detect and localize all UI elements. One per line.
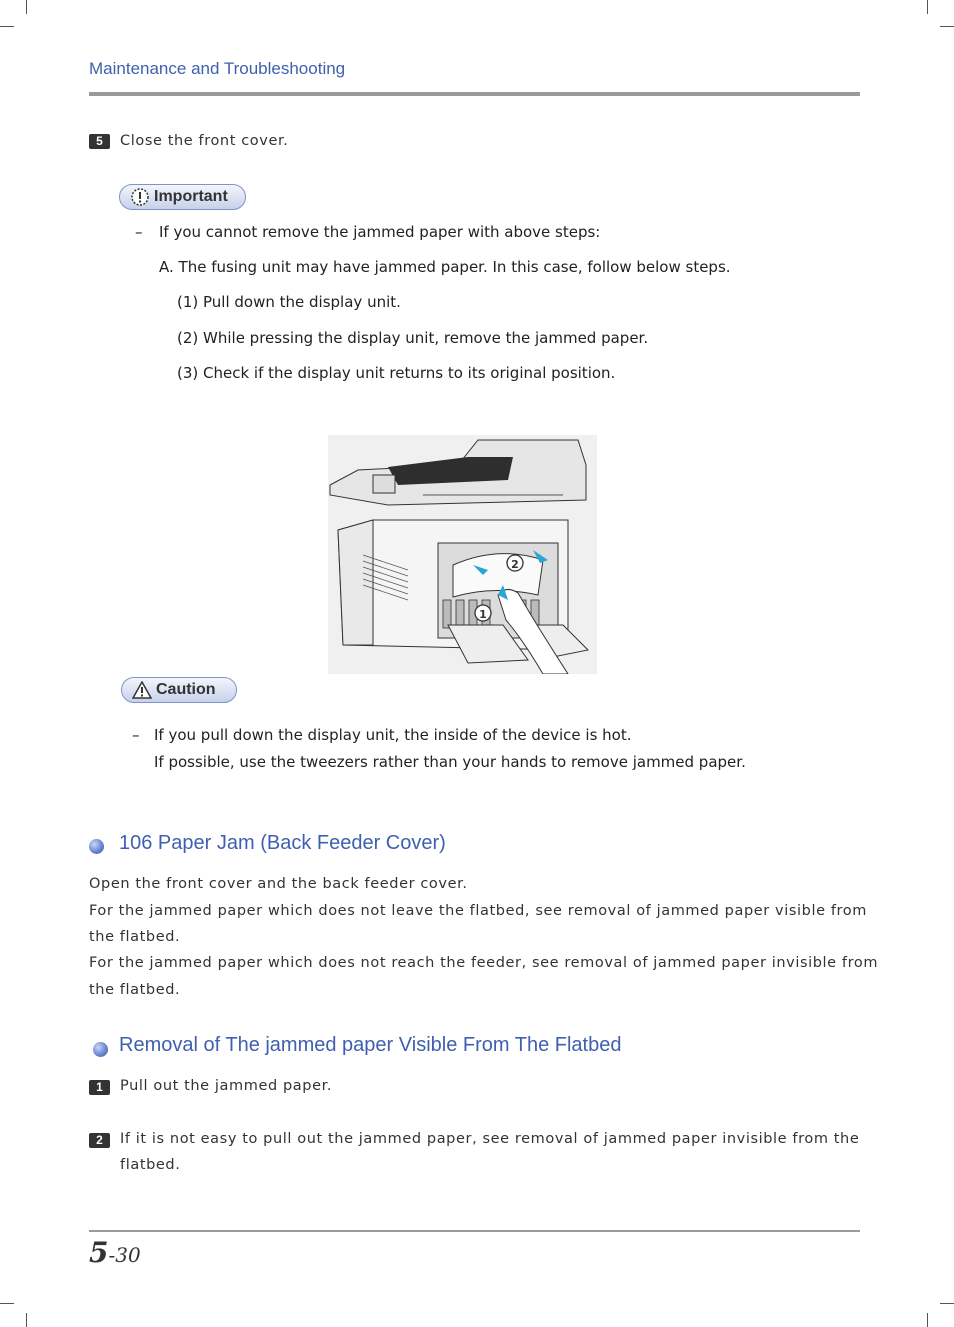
crop-mark xyxy=(927,1313,928,1327)
footer-divider xyxy=(89,1230,860,1232)
caution-line-1: If you pull down the display unit, the i… xyxy=(154,726,632,744)
section-bullet-icon xyxy=(93,1042,108,1057)
caution-line-2: If possible, use the tweezers rather tha… xyxy=(154,753,746,771)
page-number: 5-30 xyxy=(89,1236,141,1269)
section-title-removal: Removal of The jammed paper Visible From… xyxy=(119,1034,622,1056)
crop-mark xyxy=(927,0,928,14)
step-text: Close the front cover. xyxy=(120,133,289,149)
warning-gear-icon xyxy=(130,187,150,207)
section-106-para-3a: For the jammed paper which does not reac… xyxy=(89,955,879,971)
crop-mark xyxy=(940,26,954,27)
caution-label: Caution xyxy=(121,677,237,703)
crop-mark xyxy=(0,1303,14,1304)
callout-1-circle xyxy=(474,604,492,622)
printer-illustration-svg: 2 1 xyxy=(329,439,590,675)
warning-triangle-icon xyxy=(132,681,152,699)
page-number-page: -30 xyxy=(108,1243,141,1267)
removal-step-2-text-a: If it is not easy to pull out the jammed… xyxy=(120,1131,860,1147)
crop-mark xyxy=(0,26,14,27)
important-step-3: (3) Check if the display unit returns to… xyxy=(177,364,616,382)
step-number-badge: 5 xyxy=(89,134,110,149)
header-divider xyxy=(89,92,860,96)
removal-step-1-text: Pull out the jammed paper. xyxy=(120,1078,333,1094)
important-label: Important xyxy=(119,184,246,210)
section-106-para-3b: the flatbed. xyxy=(89,982,181,998)
section-bullet-icon xyxy=(89,839,104,854)
caution-dash: – xyxy=(132,726,140,744)
step-number-badge: 2 xyxy=(89,1133,110,1148)
callout-2-label: 2 xyxy=(511,558,519,571)
important-step-2: (2) While pressing the display unit, rem… xyxy=(177,329,649,347)
callout-1-label: 1 xyxy=(479,608,487,621)
section-106-para-2b: the flatbed. xyxy=(89,929,181,945)
important-step-1: (1) Pull down the display unit. xyxy=(177,293,401,311)
important-label-text: Important xyxy=(154,188,228,205)
section-106-para-1: Open the front cover and the back feeder… xyxy=(89,876,468,892)
important-dash: – xyxy=(135,223,143,241)
crop-mark xyxy=(26,0,27,14)
important-intro: If you cannot remove the jammed paper wi… xyxy=(159,223,601,241)
important-line-a: A. The fusing unit may have jammed paper… xyxy=(159,258,731,276)
caution-label-text: Caution xyxy=(156,681,216,698)
printer-rear-illustration: 2 1 xyxy=(328,435,597,675)
removal-step-2-text-b: flatbed. xyxy=(120,1157,181,1173)
page-number-chapter: 5 xyxy=(89,1236,109,1269)
section-title-106: 106 Paper Jam (Back Feeder Cover) xyxy=(119,832,446,854)
section-106-para-2a: For the jammed paper which does not leav… xyxy=(89,903,867,919)
callout-2-circle xyxy=(506,554,524,572)
step-number-badge: 1 xyxy=(89,1080,110,1095)
crop-mark xyxy=(940,1303,954,1304)
crop-mark xyxy=(26,1313,27,1327)
page-header-title: Maintenance and Troubleshooting xyxy=(89,59,346,78)
